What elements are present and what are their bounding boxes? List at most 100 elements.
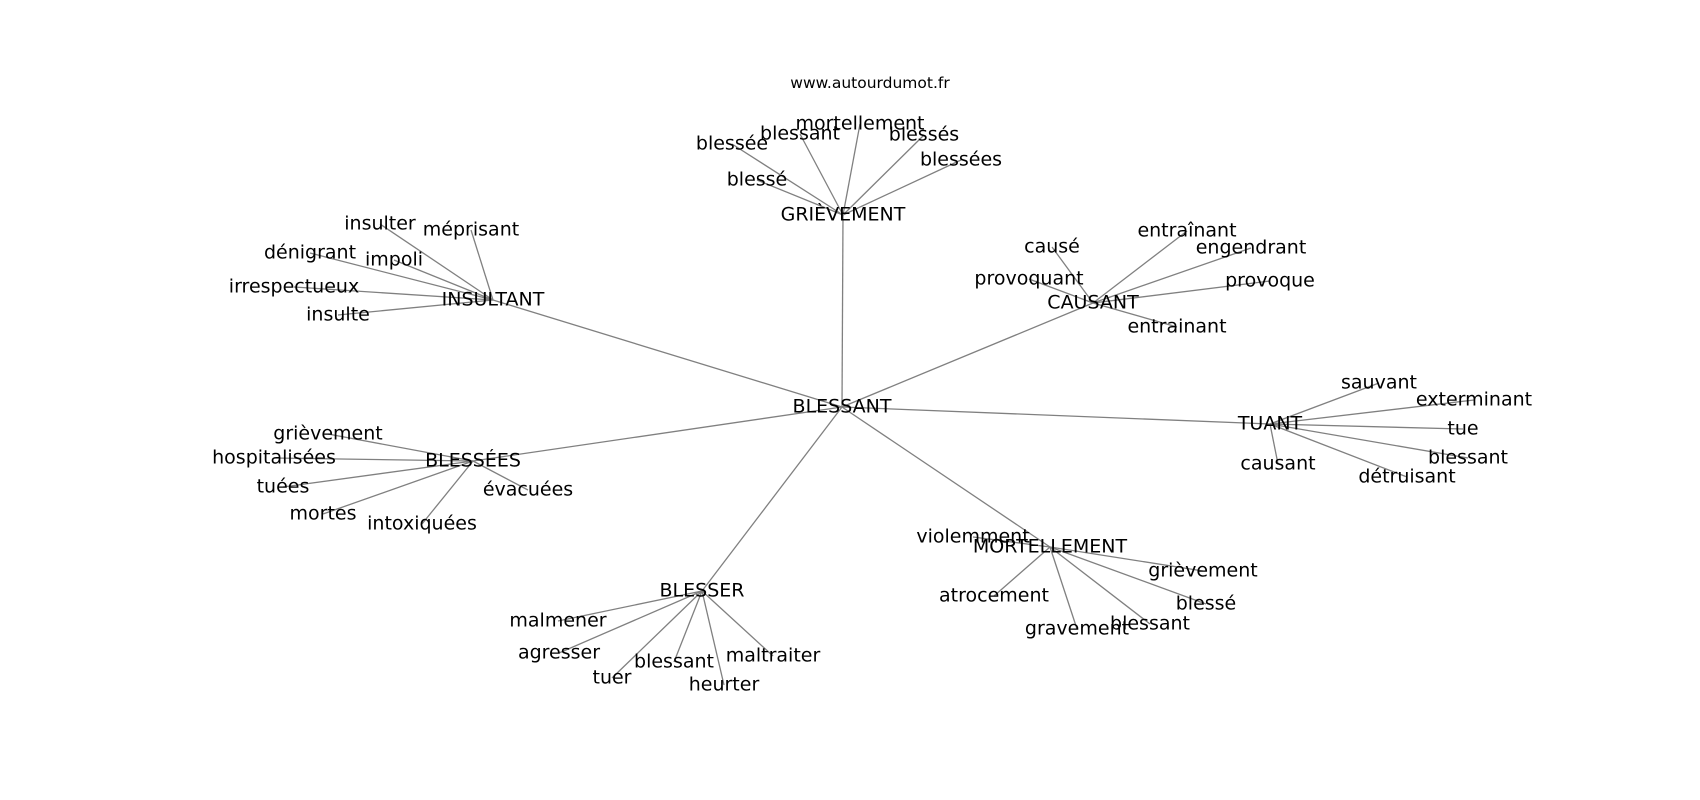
leaf-node-label: blessé [1176, 593, 1237, 615]
hub-node-label: GRIÈVEMENT [781, 203, 906, 226]
leaf-node-label: grièvement [1148, 560, 1257, 582]
edge-line [799, 133, 844, 216]
edge-line [470, 229, 494, 301]
edge-line [421, 460, 474, 525]
edge-line [309, 252, 494, 301]
edge-line [1092, 247, 1252, 304]
leaf-node-label: insulte [306, 304, 370, 326]
leaf-node-label: causant [1240, 453, 1315, 475]
edge-line [1051, 246, 1094, 304]
leaf-node-label: engendrant [1196, 237, 1307, 259]
leaf-node-label: tuées [257, 476, 310, 498]
leaf-node-label: détruisant [1358, 466, 1455, 488]
edge-line [611, 590, 703, 679]
leaf-node-label: provoque [1225, 270, 1315, 292]
edge-line [273, 457, 474, 462]
edge-line [972, 536, 1051, 548]
leaf-node-label: tuer [593, 667, 632, 689]
edge-line [993, 546, 1051, 597]
edge-line [472, 406, 843, 462]
root-node-label: BLESSANT [793, 396, 892, 418]
edge-line [1269, 423, 1279, 465]
hub-node-label: BLESSER [660, 580, 745, 602]
leaf-node-label: provoquant [974, 268, 1083, 290]
leaf-node-label: mortes [290, 503, 357, 525]
leaf-node-label: blessant [1428, 447, 1508, 469]
edge-line [1049, 546, 1204, 572]
edge-line [492, 299, 843, 408]
edge-line [1028, 278, 1094, 304]
edge-line [842, 159, 962, 216]
leaf-node-label: impoli [365, 249, 423, 271]
edge-line [841, 302, 1094, 408]
edge-line [1269, 382, 1380, 425]
leaf-node-label: malmener [509, 610, 606, 632]
leaf-node-label: heurter [689, 674, 760, 696]
edge-line [731, 143, 844, 216]
leaf-node-label: violemment [916, 526, 1029, 548]
edge-line [673, 590, 703, 663]
leaf-node-label: insulter [344, 213, 416, 235]
edge-line [1269, 399, 1475, 425]
leaf-node-label: évacuées [483, 479, 573, 501]
leaf-node-label: intoxiquées [367, 513, 477, 535]
leaf-node-label: blessée [696, 133, 768, 155]
edge-line [842, 123, 861, 216]
hub-node-label: MORTELLEMENT [973, 536, 1128, 558]
edge-line [1269, 423, 1464, 430]
edge-line [756, 179, 844, 216]
edge-line [322, 460, 474, 515]
edge-line [1092, 302, 1178, 328]
leaf-node-label: causé [1024, 236, 1080, 258]
edge-line [293, 286, 494, 301]
hub-node-label: BLESSÉES [425, 449, 521, 472]
leaf-node-label: sauvant [1341, 372, 1417, 394]
edges [273, 123, 1475, 686]
edge-line [701, 406, 843, 592]
edge-line [557, 590, 703, 622]
edge-line [1269, 423, 1408, 478]
edge-line [841, 214, 844, 408]
edge-line [842, 134, 925, 216]
leaf-node-label: gravement [1025, 618, 1129, 640]
leaf-node-label: blessant [760, 123, 840, 145]
edge-line [558, 590, 703, 654]
edge-line [701, 590, 774, 657]
hub-node-label: TUANT [1237, 413, 1303, 435]
leaf-node-label: dénigrant [264, 242, 356, 264]
leaf-node-label: blessées [920, 149, 1002, 171]
edge-line [1092, 280, 1271, 304]
leaf-node-label: tue [1447, 418, 1478, 440]
leaf-node-label: hospitalisées [212, 447, 336, 469]
edge-line [1049, 546, 1151, 625]
edge-line [472, 460, 529, 491]
edge-line [1269, 423, 1469, 459]
edge-line [379, 223, 494, 301]
leaf-node-label: grièvement [273, 423, 382, 445]
edge-line [841, 406, 1051, 548]
edge-line [1049, 546, 1078, 630]
leaf-node-label: atrocement [939, 585, 1049, 607]
leaf-node-label: blessés [889, 124, 959, 146]
site-title: www.autourdumot.fr [790, 74, 950, 92]
leaf-node-label: méprisant [423, 219, 519, 241]
word-labels: BLESSANTGRIÈVEMENTblesséeblessantmortell… [212, 113, 1532, 696]
leaf-node-label: exterminant [1416, 389, 1532, 411]
edge-line [282, 460, 474, 488]
leaf-node-label: entrainant [1127, 316, 1226, 338]
leaf-node-label: entraînant [1137, 220, 1236, 242]
leaf-node-label: blessé [727, 169, 788, 191]
leaf-node-label: agresser [518, 642, 600, 664]
edge-line [701, 590, 725, 686]
edge-line [337, 299, 494, 316]
leaf-node-label: blessant [634, 651, 714, 673]
edge-line [1092, 230, 1188, 304]
leaf-node-label: blessant [1110, 613, 1190, 635]
edge-line [327, 433, 474, 462]
edge-line [1049, 546, 1207, 605]
leaf-node-label: mortellement [795, 113, 924, 135]
hub-node-label: CAUSANT [1047, 292, 1139, 314]
edge-line [841, 406, 1271, 425]
hub-node-label: INSULTANT [442, 289, 545, 311]
